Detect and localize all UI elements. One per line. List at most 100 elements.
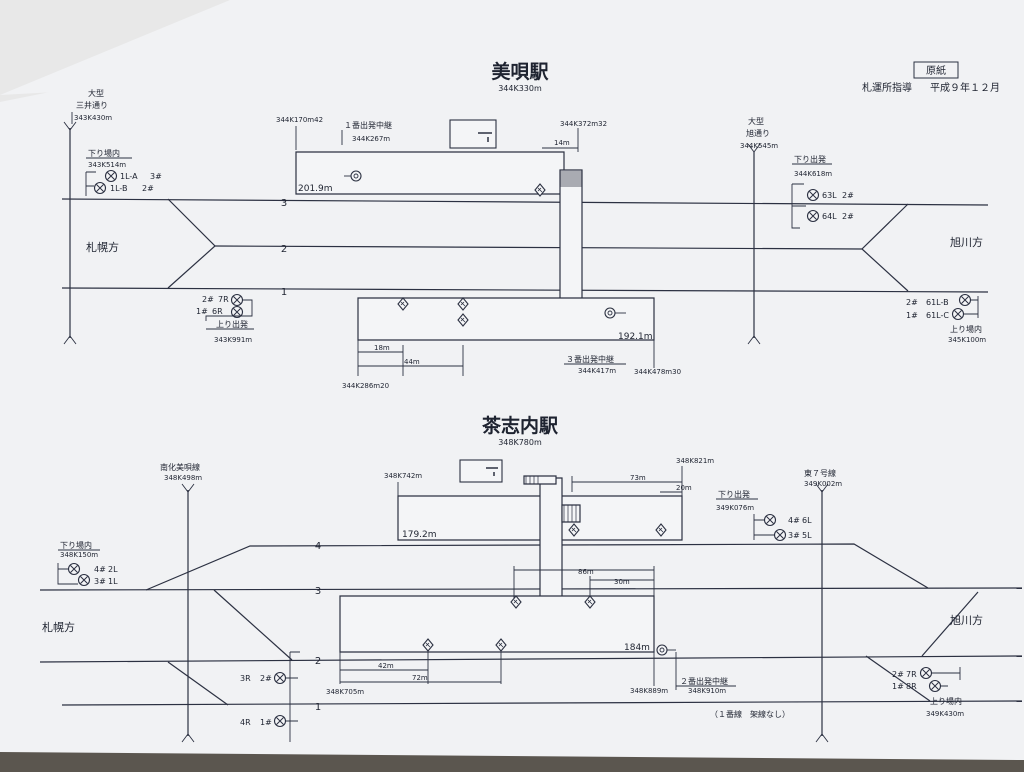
sig-num-label: 2# [842, 191, 854, 200]
signal-lamp-icon [273, 671, 287, 685]
dim-label: 73m [630, 474, 646, 482]
track-num-2: 2 [281, 244, 287, 255]
platform-end-km: 348K889m [630, 687, 668, 695]
sig-km: 349K076m [716, 504, 754, 512]
signal-lamp-icon [806, 209, 820, 223]
track1-note: （１番線 架線なし） [710, 709, 790, 719]
crossing-e-name2: 旭通り [746, 128, 770, 138]
sig-lever-label: 5L [802, 531, 812, 540]
crossing-e-name1: 大型 [748, 116, 764, 126]
track-num-3: 3 [281, 198, 287, 209]
sig-title: 上り場内 [950, 324, 982, 334]
station2-signal-up-home: 2# 7R 1# 8R 上り場内 349K430m [892, 666, 964, 718]
platform-length: 179.2m [402, 530, 437, 540]
station1-diagram: 美唄駅 344K330m 3 2 1 札幌方 旭川方 大型 三井通り 343K4… [61, 60, 989, 390]
crossing-w-km: 348K498m [164, 474, 202, 482]
dim-label: 14m [554, 139, 570, 147]
sig-num-label: 3# [150, 172, 162, 181]
station2-title: 茶志内駅 [482, 414, 559, 437]
platform-end-km: 348K821m [676, 457, 714, 465]
dim-label: 30m [614, 578, 630, 586]
sig-num-label: 1# [196, 307, 208, 316]
signal-lamp-icon [806, 188, 820, 202]
sig-lever-label: 7R [218, 295, 229, 304]
crossing-w-name2: 三井通り [76, 100, 108, 110]
signal-lamp-icon [773, 528, 787, 542]
relay-signal-icon [656, 644, 668, 656]
dim-label: 44m [404, 358, 420, 366]
header: 原紙 札運所指導 平成９年１２月 [862, 61, 1000, 94]
sig-lever-label: 6L [802, 516, 812, 525]
signal-lamp-icon [273, 714, 287, 728]
station-building [459, 459, 503, 483]
station2-platform-lower: 86m 30m 184m 42m 72m 348K705m 348K889m ２… [326, 566, 790, 719]
sig-title: 上り場内 [930, 696, 962, 706]
sig-lever-label: 6R [212, 307, 223, 316]
track-num-2: 2 [315, 656, 321, 667]
sig-num-label: 2# [142, 184, 154, 193]
sig-num-label: 2# [202, 295, 214, 304]
dim-label: 72m [412, 674, 428, 682]
relay-km: 344K417m [578, 367, 616, 375]
station2-crossing-west: 南化美唄線 348K498m [160, 462, 202, 743]
sig-lever-label: 8R [906, 682, 917, 691]
relay-signal-icon [350, 170, 362, 182]
sig-num-label: 4# [788, 516, 800, 525]
platform-start-km: 344K170m42 [276, 116, 323, 124]
sig-num-label: 1# [260, 718, 272, 727]
track-1 [61, 700, 1023, 706]
dim-label: 42m [378, 662, 394, 670]
signal-lamp-icon [928, 679, 942, 693]
station2-west-direction: 札幌方 [42, 620, 75, 634]
sig-num-label: 2# [842, 212, 854, 221]
platform-end-km: 344K478m30 [634, 368, 681, 376]
signal-lamp-icon [763, 513, 777, 527]
sig-lever-label: 2L [108, 565, 118, 574]
sig-km: 349K430m [926, 710, 964, 718]
sig-title: 下り出発 [794, 154, 826, 164]
platform-length: 201.9m [298, 184, 333, 194]
station2-diagram: 茶志内駅 348K780m 4 3 2 1 札幌方 旭川方 南化美唄線 348K… [39, 414, 1023, 743]
crossing-w-name1: 大型 [88, 88, 104, 98]
relay-title: ２番出発中継 [680, 676, 728, 686]
sig-title: 下り場内 [60, 540, 92, 550]
station1-title: 美唄駅 [491, 60, 549, 83]
sig-km: 348K150m [60, 551, 98, 559]
station1-platform-upper: 344K170m42 201.9m １番出発中継 344K267m 344K37… [276, 116, 607, 197]
station1-crossing-east: 大型 旭通り 344K545m [740, 116, 778, 345]
sig-num-label: 3# [94, 577, 106, 586]
station2-east-direction: 旭川方 [950, 613, 983, 627]
signal-lamp-icon [958, 293, 972, 307]
station2-signal-up-departure: 3R 2# 4R 1# [240, 651, 300, 742]
sig-num-label: 1# [892, 682, 904, 691]
genshi-label: 原紙 [926, 64, 946, 77]
sig-num-label: 1# [906, 311, 918, 320]
station1-east-direction: 旭川方 [950, 235, 983, 249]
crossing-e-km: 349K002m [804, 480, 842, 488]
sig-lever-label: 3R [240, 674, 251, 683]
sig-lever-label: 1L-A [120, 172, 138, 181]
platform-start-km: 344K286m20 [342, 382, 389, 390]
west-switch [167, 198, 216, 289]
dim-label: 18m [374, 344, 390, 352]
station2-signal-down-home: 下り場内 348K150m 4# 2L 3# 1L [57, 540, 118, 587]
sig-lever-label: 1L [108, 577, 118, 586]
crossing-e-name: 東７号線 [804, 468, 836, 478]
sig-lever-label: 1L-B [110, 184, 128, 193]
sig-lever-label: 61L-B [926, 298, 949, 307]
dim-label: 86m [578, 568, 594, 576]
track-num-1: 1 [315, 702, 321, 713]
bridge-km: 344K372m32 [560, 120, 607, 128]
station1-signal-up-home: 2# 61L-B 1# 61L-C 上り場内 345K100m [906, 293, 986, 344]
track-3 [61, 198, 989, 206]
station1-west-direction: 札幌方 [86, 240, 119, 254]
dim-label: 20m [676, 484, 692, 492]
sig-title: 上り出発 [216, 319, 248, 329]
sig-title: 下り場内 [88, 148, 120, 158]
sig-km: 345K100m [948, 336, 986, 344]
relay-km: 344K267m [352, 135, 390, 143]
station2-tracks: 4 3 2 1 [39, 541, 1023, 713]
station2-km: 348K780m [498, 438, 542, 447]
signal-lamp-icon [951, 307, 965, 321]
